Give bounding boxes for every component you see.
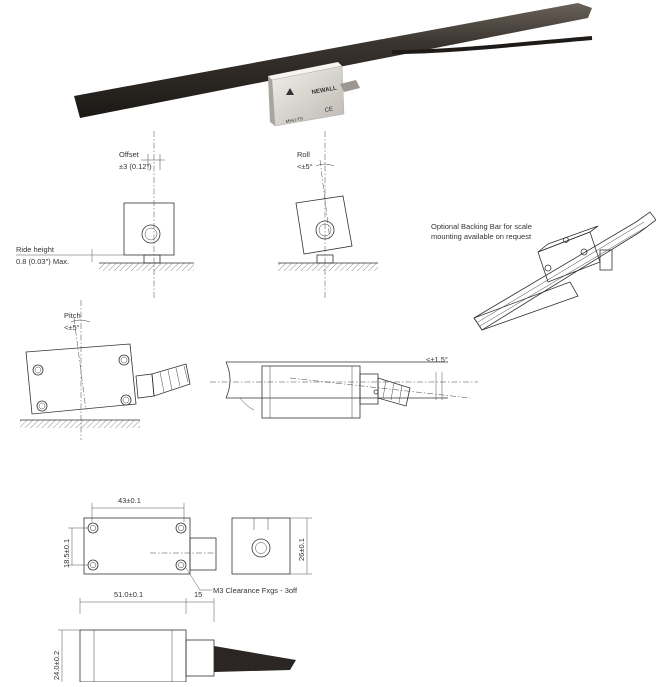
- clearance-note: M3 Clearance Fxgs - 3off: [213, 586, 298, 595]
- offset-value: ±3 (0.12"): [119, 162, 152, 171]
- product-photo: NEWALL MHU-TS CE: [74, 3, 593, 127]
- roll-label: Roll: [297, 150, 310, 159]
- end-reader-body: [231, 517, 291, 575]
- body-height-dim: 24.0±0.2: [52, 651, 61, 680]
- pitch-cable-gland: [135, 373, 155, 399]
- offset-view: Offset ±3 (0.12") Ride height 0.8 (0.03"…: [16, 131, 194, 300]
- pitch-view: Pitch <±5°: [20, 300, 191, 440]
- dimension-side-view: 51.0±0.1 15 24.0±0.2: [52, 590, 296, 683]
- ride-height-value: 0.8 (0.03") Max.: [16, 257, 69, 266]
- pitch-value: <±5°: [64, 323, 80, 332]
- reader-cable: [391, 36, 593, 54]
- dimension-end-view: 26±0.1: [231, 517, 312, 575]
- yaw-reader-body: [261, 365, 361, 419]
- backing-bar-line1: Optional Backing Bar for scale: [431, 222, 532, 231]
- hole-height-dim: 18.5±0.1: [62, 539, 71, 568]
- model-label: MHU-TS: [285, 116, 303, 124]
- pitch-label: Pitch: [64, 311, 81, 320]
- ride-height-label: Ride height: [16, 245, 55, 254]
- pitch-ground-hatch: [20, 420, 140, 428]
- ce-mark: CE: [324, 107, 333, 114]
- roll-value: <±5°: [297, 162, 313, 171]
- brand-label: NEWALL: [311, 86, 337, 96]
- roll-view: Roll <±5°: [278, 131, 378, 300]
- body-length-dim: 51.0±0.1: [114, 590, 143, 599]
- backing-bar-line2: mounting available on request: [431, 232, 532, 241]
- reader-head: NEWALL MHU-TS CE: [268, 62, 360, 127]
- yaw-value: <±1.5°: [426, 355, 448, 364]
- cable-gland-dim: 15: [194, 590, 202, 599]
- pitch-cable: [151, 363, 191, 397]
- offset-reader-body: [123, 202, 175, 256]
- side-height-dim: 26±0.1: [297, 538, 306, 561]
- pitch-reader-body: [25, 343, 137, 415]
- roll-reader-body: [295, 195, 353, 255]
- front-reader-body: [83, 517, 191, 575]
- dimension-front-view: 43±0.1 18.5±0.1 M3 Clearance Fxgs - 3off: [62, 496, 298, 595]
- backing-bar-view: Optional Backing Bar for scale mounting …: [431, 211, 656, 331]
- yaw-view: <±1.5°: [210, 355, 478, 419]
- roll-ground-hatch: [278, 263, 378, 271]
- side-cable: [214, 646, 296, 672]
- offset-label: Offset: [119, 150, 140, 159]
- backing-bar-reader: [537, 225, 613, 283]
- offset-ground-hatch: [99, 263, 194, 271]
- side-reader-body: [79, 629, 187, 683]
- warning-icon: [286, 88, 294, 95]
- scale-bar: [74, 3, 592, 118]
- hole-spacing-dim: 43±0.1: [118, 496, 141, 505]
- backing-bar-scale: [473, 281, 579, 331]
